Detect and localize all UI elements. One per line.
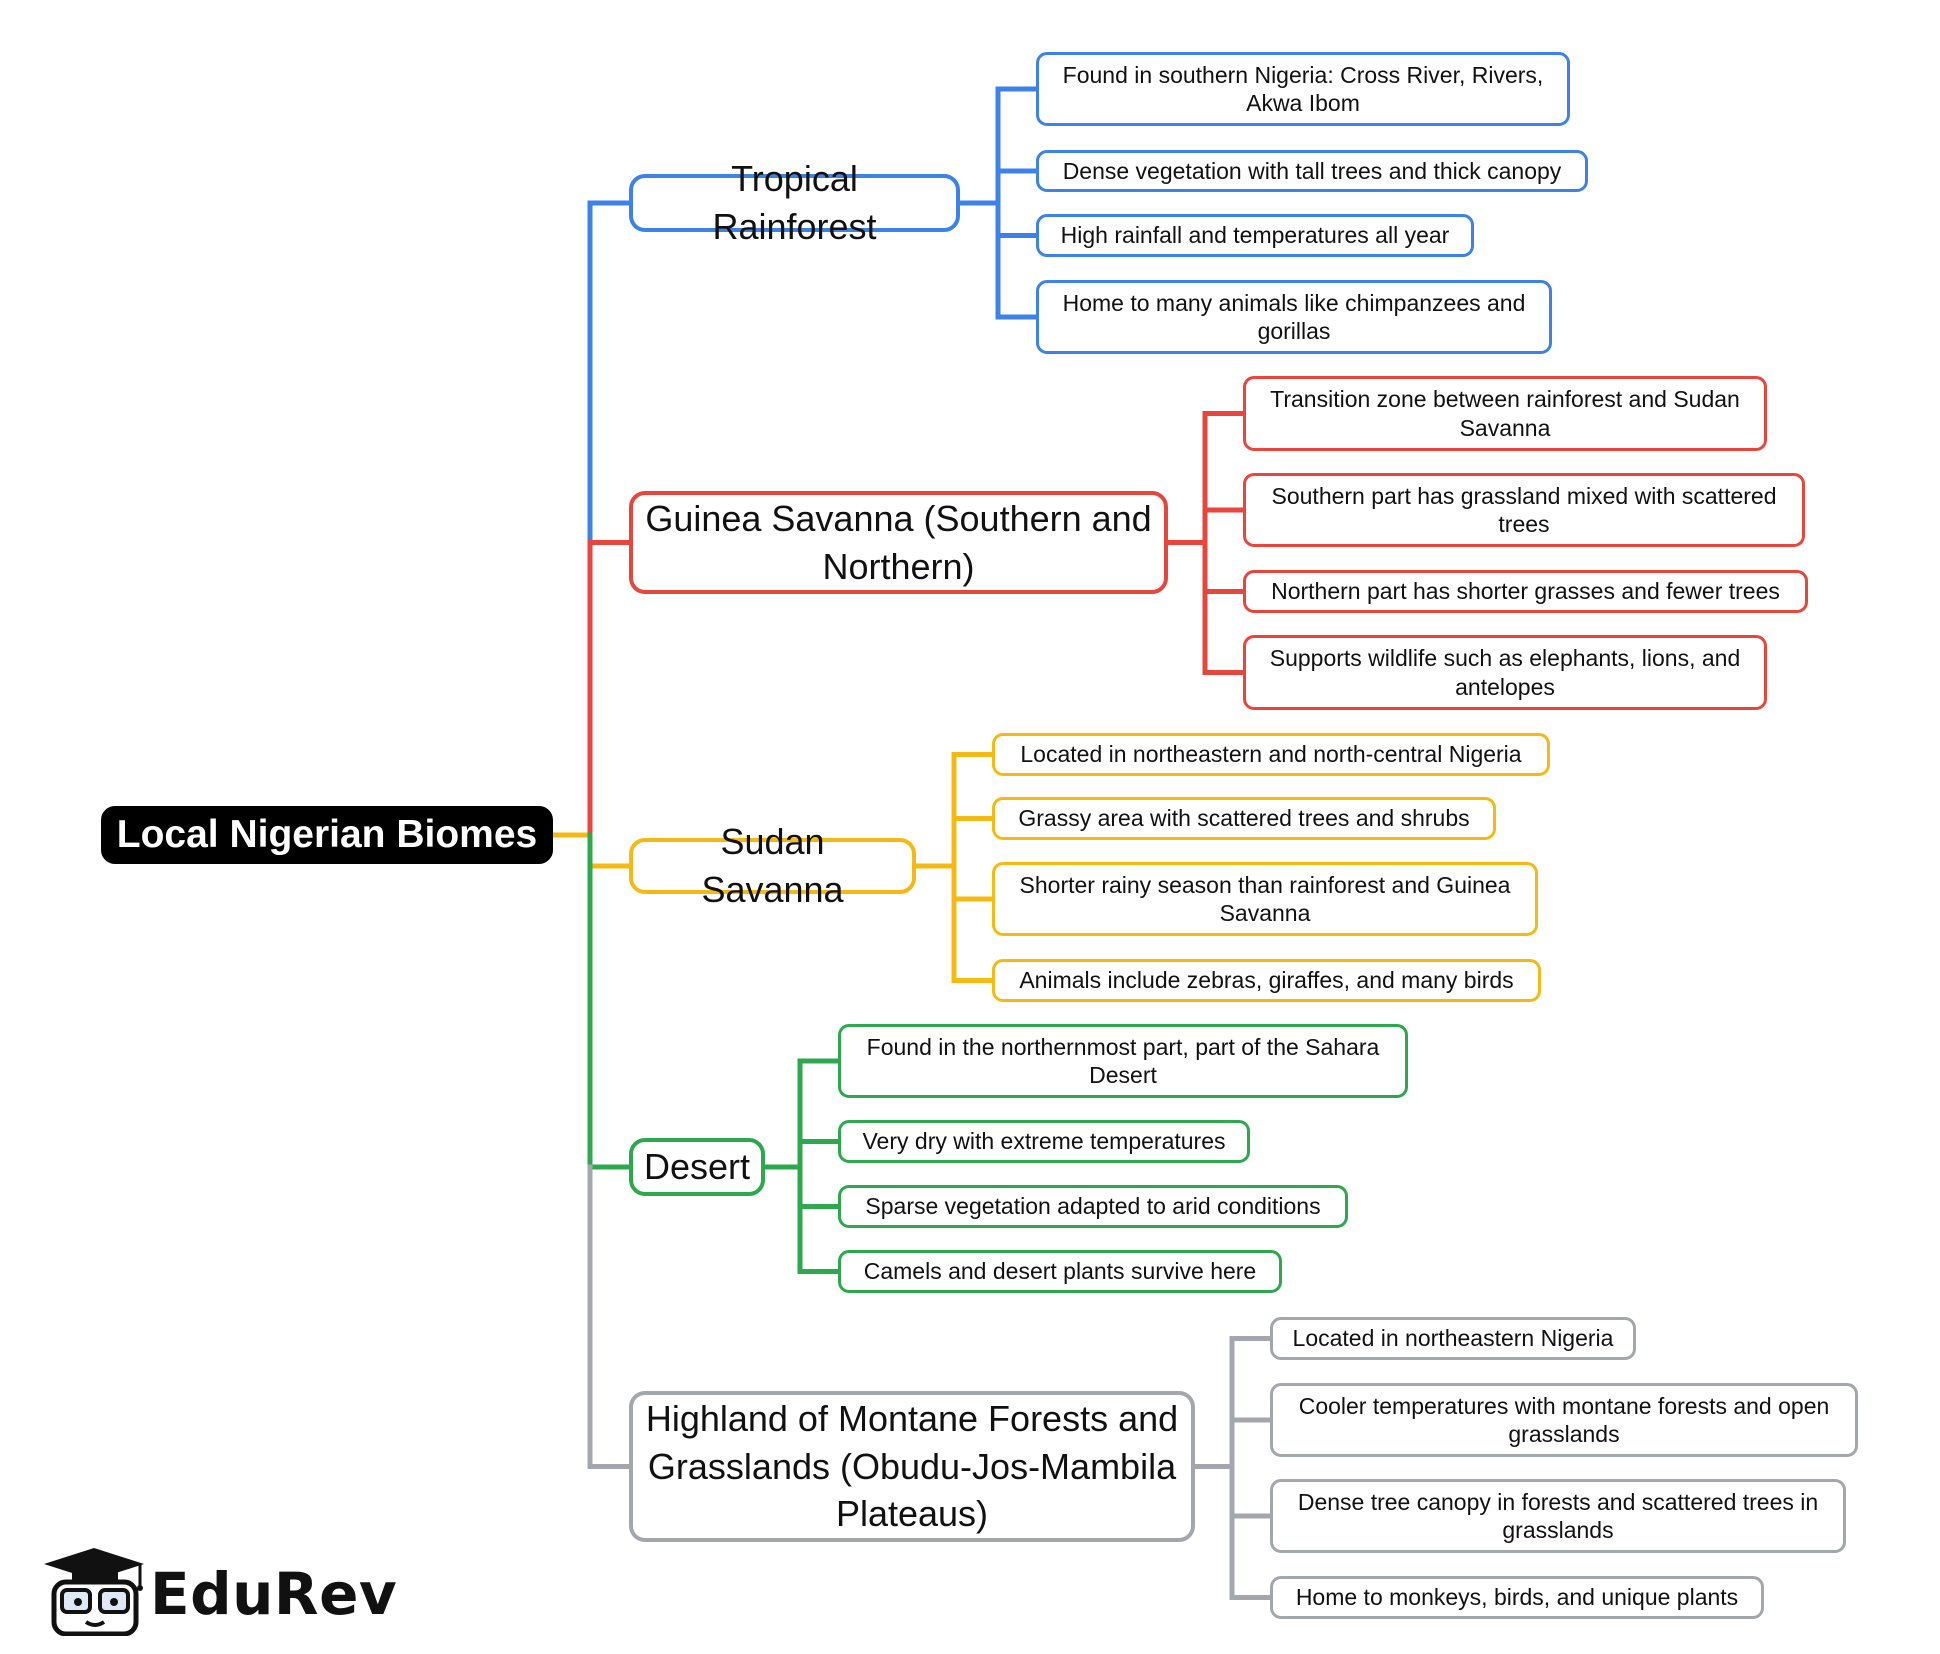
leaf-located-in-northeastern-nigeria: Located in northeastern Nigeria: [1270, 1317, 1636, 1360]
edurev-logo-icon: [44, 1548, 144, 1636]
leaf-cooler-temperatures-with-montane-forests: Cooler temperatures with montane forests…: [1270, 1383, 1858, 1457]
root-node: Local Nigerian Biomes: [101, 806, 553, 864]
leaf-transition-zone-between-rainforest-and-s: Transition zone between rainforest and S…: [1243, 376, 1767, 451]
branch-sudan-savanna: Sudan Savanna: [629, 821, 916, 910]
leaf-found-in-the-northernmost-part-part-of-t: Found in the northernmost part, part of …: [838, 1024, 1408, 1098]
leaf-animals-include-zebras-giraffes-and-many: Animals include zebras, giraffes, and ma…: [992, 959, 1541, 1002]
branch-guinea-savanna-southern-and-northern: Guinea Savanna (Southern and Northern): [629, 491, 1168, 594]
leaf-located-in-northeastern-and-north-centra: Located in northeastern and north-centra…: [992, 733, 1550, 776]
leaf-northern-part-has-shorter-grasses-and-fe: Northern part has shorter grasses and fe…: [1243, 570, 1808, 613]
branch-highland-of-montane-forests-and-grasslan: Highland of Montane Forests and Grasslan…: [629, 1391, 1195, 1542]
branch-desert: Desert: [629, 1138, 765, 1196]
leaf-dense-tree-canopy-in-forests-and-scatter: Dense tree canopy in forests and scatter…: [1270, 1479, 1846, 1553]
leaf-grassy-area-with-scattered-trees-and-shr: Grassy area with scattered trees and shr…: [992, 797, 1496, 840]
leaf-shorter-rainy-season-than-rainforest-and: Shorter rainy season than rainforest and…: [992, 862, 1538, 936]
leaf-very-dry-with-extreme-temperatures: Very dry with extreme temperatures: [838, 1120, 1250, 1163]
leaf-high-rainfall-and-temperatures-all-year: High rainfall and temperatures all year: [1036, 214, 1474, 257]
leaf-southern-part-has-grassland-mixed-with-s: Southern part has grassland mixed with s…: [1243, 473, 1805, 547]
leaf-sparse-vegetation-adapted-to-arid-condit: Sparse vegetation adapted to arid condit…: [838, 1185, 1348, 1228]
leaf-dense-vegetation-with-tall-trees-and-thi: Dense vegetation with tall trees and thi…: [1036, 150, 1588, 192]
leaf-found-in-southern-nigeria-cross-river-ri: Found in southern Nigeria: Cross River, …: [1036, 52, 1570, 126]
leaf-camels-and-desert-plants-survive-here: Camels and desert plants survive here: [838, 1250, 1282, 1293]
leaf-supports-wildlife-such-as-elephants-lion: Supports wildlife such as elephants, lio…: [1243, 635, 1767, 710]
leaf-home-to-monkeys-birds-and-unique-plants: Home to monkeys, birds, and unique plant…: [1270, 1576, 1764, 1619]
leaf-home-to-many-animals-like-chimpanzees-an: Home to many animals like chimpanzees an…: [1036, 280, 1552, 354]
branch-tropical-rainforest: Tropical Rainforest: [629, 158, 960, 247]
edurev-logo-text: EduRev: [150, 1560, 398, 1628]
